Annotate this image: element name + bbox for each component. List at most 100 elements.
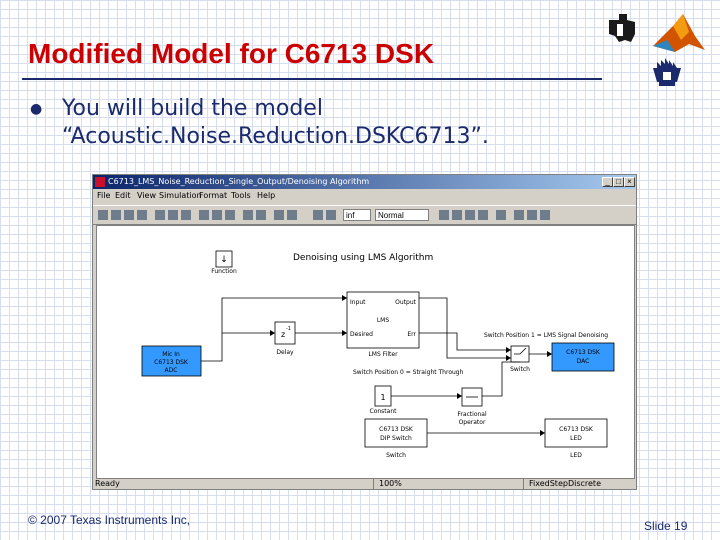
status-text: Ready <box>95 479 120 488</box>
minimize-button[interactable]: _ <box>602 177 613 187</box>
function-symbol: ↓ <box>220 255 228 265</box>
simulink-window: C6713_LMS_Noise_Reduction_Single_Output/… <box>92 174 637 490</box>
delay-exponent: -1 <box>286 326 291 332</box>
led-block[interactable]: C6713 DSK LED LED <box>544 418 608 459</box>
led-line-2: LED <box>570 435 582 442</box>
signal-lines <box>201 297 552 434</box>
dac-line-1: C6713 DSK <box>566 349 601 356</box>
stop-time-input[interactable]: inf <box>343 209 371 221</box>
simulink-window-icon <box>95 177 105 187</box>
copyright-footer: © 2007 Texas Instruments Inc, <box>28 513 191 527</box>
switch-position-0-note: Switch Position 0 = Straight Through <box>353 369 464 376</box>
solver-name: FixedStepDiscrete <box>529 479 601 488</box>
switch-position-1-note: Switch Position 1 = LMS Signal Denoising <box>484 332 608 339</box>
fractional-label-1: Fractional <box>457 411 487 418</box>
open-model-icon[interactable] <box>111 210 121 220</box>
lms-filter-label: LMS Filter <box>368 351 398 358</box>
bullet-dot: ● <box>30 101 43 117</box>
lms-output-port: Output <box>395 299 416 306</box>
library-icon[interactable] <box>496 210 506 220</box>
lms-err-port: Err <box>407 331 416 338</box>
menu-tools[interactable]: Tools <box>231 191 251 200</box>
led-label: LED <box>570 452 582 459</box>
back-icon[interactable] <box>199 210 209 220</box>
dip-line-1: C6713 DSK <box>379 426 414 433</box>
menu-simulation[interactable]: Simulation <box>159 191 202 200</box>
debug-icon[interactable] <box>465 210 475 220</box>
slide-number: Slide 19 <box>644 519 688 533</box>
ti-logo-icon <box>609 14 635 42</box>
title-underline <box>22 78 602 80</box>
logos <box>609 14 705 86</box>
delay-label: Delay <box>276 349 294 356</box>
close-button[interactable]: × <box>624 177 635 187</box>
forward-icon[interactable] <box>212 210 222 220</box>
menu-edit[interactable]: Edit <box>115 191 131 200</box>
dip-line-2: DIP Switch <box>380 435 412 442</box>
function-block[interactable]: ↓ Function <box>211 250 237 275</box>
bullet-line-2: “Acoustic.Noise.Reduction.DSKC6713”. <box>62 124 489 149</box>
delay-block[interactable]: z -1 Delay <box>274 321 296 356</box>
fractional-operator-block[interactable]: Fractional Operator <box>457 387 487 426</box>
dac-block[interactable]: C6713 DSK DAC <box>551 342 615 372</box>
model-diagram: Denoising using LMS Algorithm ↓ Function… <box>141 250 615 459</box>
dac-line-2: DAC <box>577 358 590 365</box>
menu-bar: File Edit View Simulation Format Tools H… <box>93 189 636 204</box>
update-diagram-icon[interactable] <box>439 210 449 220</box>
adc-line-2: C6713 DSK <box>154 359 189 366</box>
lms-block-name: LMS <box>377 317 390 324</box>
constant-label: Constant <box>370 408 398 415</box>
diagram-title: Denoising using LMS Algorithm <box>293 253 433 263</box>
signal-arrowheads <box>270 295 552 436</box>
menu-format[interactable]: Format <box>199 191 228 200</box>
bullet-line-1: You will build the model <box>62 96 323 121</box>
print-icon[interactable] <box>137 210 147 220</box>
menu-file[interactable]: File <box>97 191 111 200</box>
window-title: C6713_LMS_Noise_Reduction_Single_Output/… <box>108 177 370 186</box>
up-level-icon[interactable] <box>225 210 235 220</box>
led-line-1: C6713 DSK <box>559 426 594 433</box>
adc-block[interactable]: Mic In C6713 DSK ADC <box>141 345 202 377</box>
adc-line-3: ADC <box>165 367 178 374</box>
paste-icon[interactable] <box>181 210 191 220</box>
explorer-icon[interactable] <box>514 210 524 220</box>
switch-label: Switch <box>510 366 530 373</box>
dip-switch-label: Switch <box>386 452 406 459</box>
status-separator <box>523 478 524 490</box>
status-separator <box>373 478 374 490</box>
constant-block[interactable]: 1 Constant <box>370 385 398 415</box>
menu-view[interactable]: View <box>137 191 156 200</box>
fractional-label-2: Operator <box>459 419 486 426</box>
function-label: Function <box>211 268 237 275</box>
diagram-canvas[interactable]: Denoising using LMS Algorithm ↓ Function… <box>96 225 635 479</box>
zoom-icon[interactable] <box>540 210 550 220</box>
model-explorer-icon[interactable] <box>287 210 297 220</box>
lms-desired-port: Desired <box>350 331 373 338</box>
bullet-text: You will build the model “Acoustic.Noise… <box>62 95 582 151</box>
save-icon[interactable] <box>124 210 134 220</box>
library-browser-icon[interactable] <box>274 210 284 220</box>
slide-title: Modified Model for C6713 DSK <box>28 38 435 69</box>
build-icon[interactable] <box>452 210 462 220</box>
cut-icon[interactable] <box>155 210 165 220</box>
debugger-icon[interactable] <box>527 210 537 220</box>
profiler-icon[interactable] <box>478 210 488 220</box>
constant-value: 1 <box>380 393 385 402</box>
start-simulation-icon[interactable] <box>313 210 323 220</box>
matlab-logo-icon <box>653 14 705 52</box>
copy-icon[interactable] <box>168 210 178 220</box>
switch-block[interactable]: Switch <box>510 345 530 373</box>
menu-help[interactable]: Help <box>257 191 276 200</box>
delay-z: z <box>281 330 285 339</box>
lms-filter-block[interactable]: Input Output LMS Desired Err LMS Filter <box>346 291 420 358</box>
stop-simulation-icon[interactable] <box>326 210 336 220</box>
new-model-icon[interactable] <box>98 210 108 220</box>
status-bar: Ready 100% FixedStepDiscrete <box>93 478 636 490</box>
adc-line-1: Mic In <box>162 351 180 358</box>
redo-icon[interactable] <box>256 210 266 220</box>
dip-switch-block[interactable]: C6713 DSK DIP Switch Switch <box>364 418 428 459</box>
window-titlebar[interactable]: C6713_LMS_Noise_Reduction_Single_Output/… <box>93 175 636 189</box>
maximize-button[interactable]: □ <box>613 177 624 187</box>
simulation-mode-select[interactable]: Normal <box>375 209 429 221</box>
undo-icon[interactable] <box>243 210 253 220</box>
